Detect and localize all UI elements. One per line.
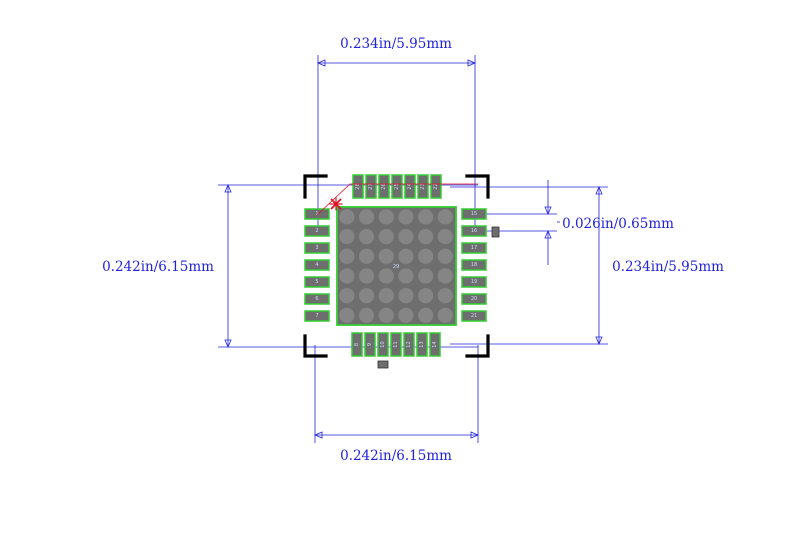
- marks-layer: [316, 183, 500, 369]
- pin-label: 25: [394, 183, 400, 189]
- thermal-pad-label: 29: [393, 264, 399, 270]
- dim-label-top-width: 0.234in/5.95mm: [340, 36, 452, 52]
- body-corner-bottom-left: [303, 334, 328, 358]
- pin-label: 19: [471, 279, 477, 285]
- pad-bottom: [364, 332, 376, 357]
- pin-label: 22: [433, 183, 439, 189]
- pad-right: [461, 276, 487, 288]
- pin-label: 4: [315, 262, 318, 268]
- pad-right: [461, 208, 487, 220]
- dim-arrow-left-bottom: [224, 339, 232, 349]
- pad-left: [304, 276, 330, 288]
- package-body-outline: [303, 174, 490, 358]
- pin-label: 12: [406, 341, 412, 347]
- pad-right: [461, 225, 487, 237]
- pin-label: 9: [367, 343, 373, 346]
- body-corner-top-right: [465, 174, 490, 199]
- pad-left: [304, 225, 330, 237]
- pad-left: [304, 310, 330, 322]
- pin-label: 5: [315, 279, 318, 285]
- pad-left: [304, 293, 330, 305]
- pin-label: 17: [471, 245, 477, 251]
- dim-arrow-bottom-left: [313, 431, 323, 439]
- dim-label-bottom-width: 0.242in/6.15mm: [340, 448, 452, 464]
- dim-arrow-pitch-bottom: [544, 229, 552, 239]
- body-corner-top-left: [303, 174, 328, 199]
- pin-label: 15: [471, 211, 477, 217]
- pad-bottom: [377, 332, 389, 357]
- pin-label: 11: [393, 341, 399, 347]
- pin-label: 23: [420, 183, 426, 189]
- pad-left: [304, 242, 330, 254]
- dimension-lines: [218, 55, 608, 443]
- pin-label: 24: [407, 183, 413, 189]
- dim-arrow-bottom-right: [470, 431, 480, 439]
- reference-mark-bottom: [377, 360, 389, 369]
- pad-bottom: [351, 332, 363, 357]
- pin-label: 26: [381, 183, 387, 189]
- pad-top: [417, 174, 429, 199]
- thermal-pad: [336, 206, 457, 326]
- pad-top: [404, 174, 416, 199]
- dim-arrow-top-right: [467, 59, 477, 67]
- dim-label-pitch: 0.026in/0.65mm: [562, 216, 674, 232]
- pin-label: 16: [471, 228, 477, 234]
- body-corner-bottom-right: [465, 334, 490, 358]
- pin-label: 13: [419, 341, 425, 347]
- pin-label: 20: [471, 296, 477, 302]
- pin-label: 10: [380, 341, 386, 347]
- pad-left: [304, 208, 330, 220]
- pad-top: [391, 174, 403, 199]
- pin-label: 18: [471, 262, 477, 268]
- pad-top: [430, 174, 442, 199]
- dim-arrow-pitch-top: [544, 206, 552, 216]
- pad-bottom: [416, 332, 428, 357]
- pad-right: [461, 293, 487, 305]
- dim-arrow-right-top: [595, 185, 603, 195]
- dim-arrow-top-left: [316, 59, 326, 67]
- pad-bottom: [390, 332, 402, 357]
- pin-label: 14: [432, 341, 438, 347]
- pin-label: 21: [471, 313, 477, 319]
- pin-label: 2: [315, 228, 318, 234]
- pin-label: 28: [355, 183, 361, 189]
- pad-top: [378, 174, 390, 199]
- dim-arrow-right-bottom: [595, 336, 603, 346]
- pin-label: 6: [315, 296, 318, 302]
- dim-label-left-height: 0.242in/6.15mm: [102, 259, 214, 275]
- pad-top: [352, 174, 364, 199]
- dim-arrow-left-top: [224, 183, 232, 193]
- pad-bottom: [429, 332, 441, 357]
- pin-label: 1: [315, 211, 318, 217]
- silkscreen-trace: [316, 183, 478, 216]
- reference-mark-right: [491, 226, 500, 238]
- pad-bottom: [403, 332, 415, 357]
- pin-label: 8: [354, 343, 360, 346]
- pin-label: 3: [315, 245, 318, 251]
- pin-label: 27: [368, 183, 374, 189]
- pad-left: [304, 259, 330, 271]
- dim-label-right-height: 0.234in/5.95mm: [612, 259, 724, 275]
- pad-top: [365, 174, 377, 199]
- pad-right: [461, 310, 487, 322]
- pad-right: [461, 259, 487, 271]
- pin-label: 7: [315, 313, 318, 319]
- pad-right: [461, 242, 487, 254]
